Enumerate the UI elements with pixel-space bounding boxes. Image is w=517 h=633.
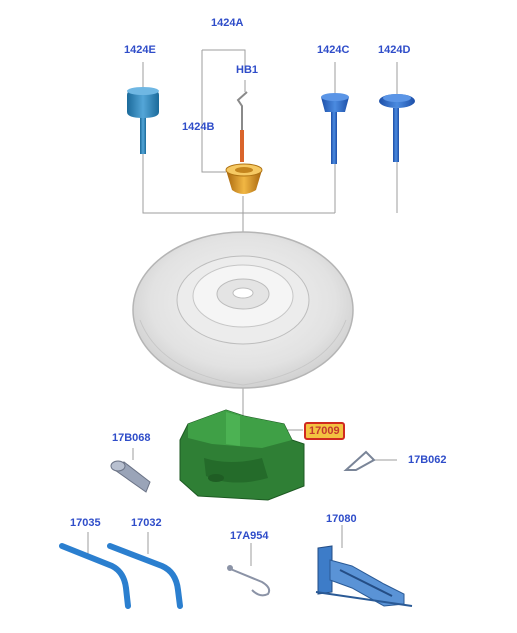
callout-17009[interactable]: 17009 [304, 422, 345, 440]
callout-17080[interactable]: 17080 [326, 513, 357, 525]
part-17080-graphic [315, 545, 413, 607]
callout-17032[interactable]: 17032 [131, 517, 162, 529]
part-17035-graphic [59, 543, 131, 609]
part-17009-graphic [179, 409, 305, 501]
part-1424B-graphic [225, 163, 263, 194]
part-HB1-graphic [236, 91, 248, 162]
part-1424C-graphic [321, 93, 349, 164]
callout-17035[interactable]: 17035 [70, 517, 101, 529]
part-17B062-graphic [343, 450, 376, 471]
part-17B068-graphic [110, 460, 151, 493]
callout-1424A[interactable]: 1424A [211, 17, 244, 29]
callout-1424C[interactable]: 1424C [317, 44, 350, 56]
part-1424E-graphic [127, 87, 159, 154]
callout-17A954[interactable]: 17A954 [230, 530, 269, 542]
spare-tire-graphic [132, 231, 354, 389]
part-17A954-graphic [227, 565, 271, 597]
callout-1424B[interactable]: 1424B [182, 121, 215, 133]
callout-1424E[interactable]: 1424E [124, 44, 156, 56]
callout-1424D[interactable]: 1424D [378, 44, 411, 56]
callout-17B062[interactable]: 17B062 [408, 454, 447, 466]
callout-17B068[interactable]: 17B068 [112, 432, 151, 444]
callout-HB1[interactable]: HB1 [236, 64, 259, 76]
part-17032-graphic [107, 543, 183, 609]
part-1424D-graphic [379, 94, 415, 162]
